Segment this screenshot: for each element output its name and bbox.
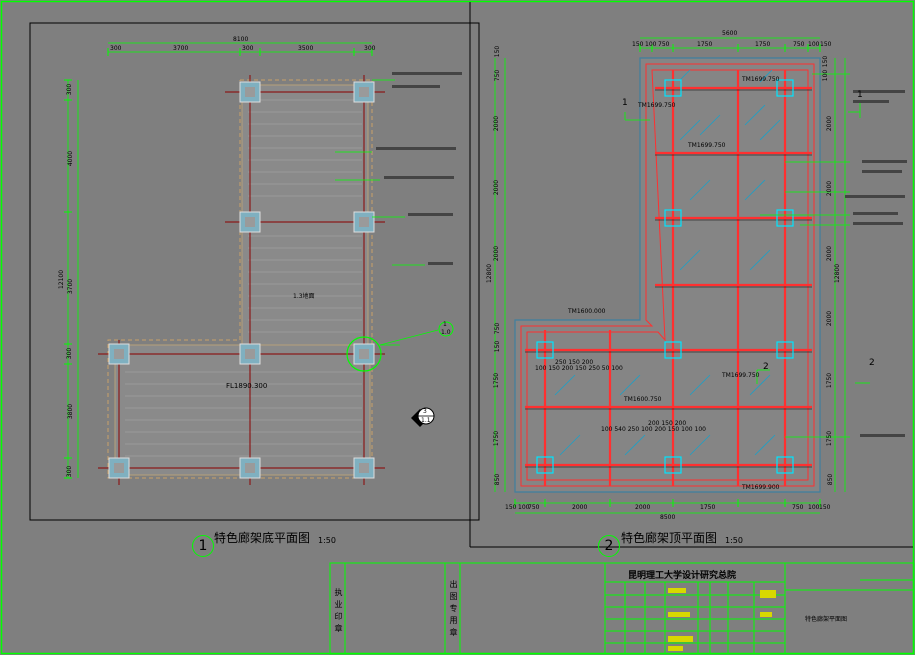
left-top-total-dim: 8100 bbox=[233, 36, 249, 43]
left-top-dim-3: 300 bbox=[242, 45, 254, 52]
level-label-4: TM1600.000 bbox=[568, 308, 606, 315]
title-block-company: 昆明理工大学设计研究总院 bbox=[628, 571, 737, 581]
section-mark-number: 3 bbox=[423, 408, 427, 415]
right-right-dim-4: 2000 bbox=[826, 180, 834, 197]
right-top-dim-1: 150 bbox=[632, 41, 644, 48]
detail-ref: 1.0 bbox=[441, 329, 451, 336]
left-side-dim-6: 300 bbox=[66, 465, 74, 478]
level-label-2: TM1699.750 bbox=[638, 102, 676, 109]
right-left-dim-8: 1750 bbox=[493, 372, 501, 389]
right-top-dim-7: 100 bbox=[808, 41, 820, 48]
ground-label: 1.3地面 bbox=[293, 293, 315, 300]
section-label-4: 2 bbox=[869, 358, 875, 368]
left-top-dim-4: 3500 bbox=[298, 45, 314, 52]
right-drawing-scale: 1:50 bbox=[725, 536, 743, 545]
level-label-5: TM1699.750 bbox=[722, 372, 760, 379]
left-top-dim-5: 300 bbox=[364, 45, 376, 52]
section-label-1: 1 bbox=[622, 98, 628, 108]
inner-dims-2: 100 150 200 150 250 50 100 bbox=[535, 365, 623, 372]
floor-level-label: FL1890.300 bbox=[226, 382, 268, 390]
right-right-dim-2: 100 bbox=[822, 69, 830, 82]
right-bottom-dim-3: 750 bbox=[528, 504, 540, 511]
right-top-dim-2: 100 bbox=[645, 41, 657, 48]
right-bottom-dim-6: 1750 bbox=[700, 504, 716, 511]
right-top-total-dim: 5600 bbox=[722, 30, 738, 37]
right-left-dim-2: 750 bbox=[494, 69, 502, 82]
right-right-dim-7: 1750 bbox=[826, 372, 834, 389]
left-side-total-dim: 12100 bbox=[58, 269, 66, 290]
left-top-dim-1: 300 bbox=[110, 45, 122, 52]
right-top-dim-8: 150 bbox=[820, 41, 832, 48]
left-drawing-scale: 1:50 bbox=[318, 536, 336, 545]
inner-dims-3: 200 150 200 bbox=[648, 420, 687, 427]
level-label-3: TM1699.750 bbox=[688, 142, 726, 149]
right-right-dim-1: 150 bbox=[822, 55, 830, 68]
title-block-drawing-name: 特色廊架平面图 bbox=[805, 616, 848, 623]
right-plan bbox=[494, 37, 907, 514]
left-side-dim-1: 300 bbox=[66, 83, 74, 96]
level-label-7: TM1699.900 bbox=[742, 484, 780, 491]
right-left-total-dim: 12800 bbox=[486, 263, 494, 284]
right-left-dim-7: 150 bbox=[494, 340, 502, 353]
section-mark-ref: 1.1 bbox=[421, 417, 431, 424]
right-right-dim-9: 850 bbox=[827, 473, 835, 486]
right-top-dim-4: 1750 bbox=[697, 41, 713, 48]
title-block-vertical-1: 执业印章 bbox=[334, 588, 343, 636]
left-side-dim-3: 3700 bbox=[67, 278, 75, 295]
right-left-dim-5: 2000 bbox=[493, 245, 501, 262]
right-right-dim-5: 2000 bbox=[826, 245, 834, 262]
right-top-dim-3: 750 bbox=[658, 41, 670, 48]
right-bottom-dim-2: 100 bbox=[518, 504, 530, 511]
right-bottom-dim-7: 750 bbox=[792, 504, 804, 511]
right-top-dim-5: 1750 bbox=[755, 41, 771, 48]
right-top-dim-6: 750 bbox=[793, 41, 805, 48]
left-side-dim-2: 4000 bbox=[67, 150, 75, 167]
left-plan bbox=[64, 42, 462, 485]
left-side-dim-5: 3800 bbox=[67, 403, 75, 420]
right-left-dim-10: 850 bbox=[494, 473, 502, 486]
left-drawing-number: 1 bbox=[192, 535, 214, 557]
left-side-dim-4: 300 bbox=[66, 347, 74, 360]
level-label-1: TM1699.750 bbox=[742, 76, 780, 83]
right-bottom-dim-4: 2000 bbox=[572, 504, 588, 511]
right-bottom-dim-5: 2000 bbox=[635, 504, 651, 511]
title-block-vertical-2: 出图专用章 bbox=[449, 580, 458, 640]
inner-dims-1: 250 150 200 bbox=[555, 359, 594, 366]
right-left-dim-3: 2000 bbox=[493, 115, 501, 132]
right-left-dim-1: 150 bbox=[494, 45, 502, 58]
right-drawing-title: 特色廊架顶平面图 bbox=[621, 531, 718, 545]
inner-dims-4: 100 540 250 100 200 150 100 100 bbox=[601, 426, 706, 433]
right-right-dim-3: 2000 bbox=[826, 115, 834, 132]
right-left-dim-4: 2000 bbox=[493, 179, 501, 196]
level-label-6: TM1600.750 bbox=[624, 396, 662, 403]
right-drawing-number: 2 bbox=[598, 535, 620, 557]
section-label-3: 1 bbox=[857, 90, 863, 100]
left-drawing-title: 特色廊架底平面图 bbox=[214, 531, 311, 545]
right-bottom-total-dim: 8500 bbox=[660, 514, 676, 521]
right-bottom-dim-1: 150 bbox=[505, 504, 517, 511]
left-top-dim-2: 3700 bbox=[173, 45, 189, 52]
right-right-dim-8: 1750 bbox=[826, 430, 834, 447]
right-bottom-dim-9: 150 bbox=[819, 504, 831, 511]
right-left-dim-6: 750 bbox=[494, 322, 502, 335]
detail-number: 1 bbox=[443, 321, 447, 328]
right-right-total-dim: 12800 bbox=[834, 263, 842, 284]
right-right-dim-6: 2000 bbox=[826, 310, 834, 327]
right-bottom-dim-8: 100 bbox=[808, 504, 820, 511]
title-block bbox=[329, 562, 915, 655]
section-label-2: 2 bbox=[763, 362, 769, 372]
right-left-dim-9: 1750 bbox=[493, 430, 501, 447]
